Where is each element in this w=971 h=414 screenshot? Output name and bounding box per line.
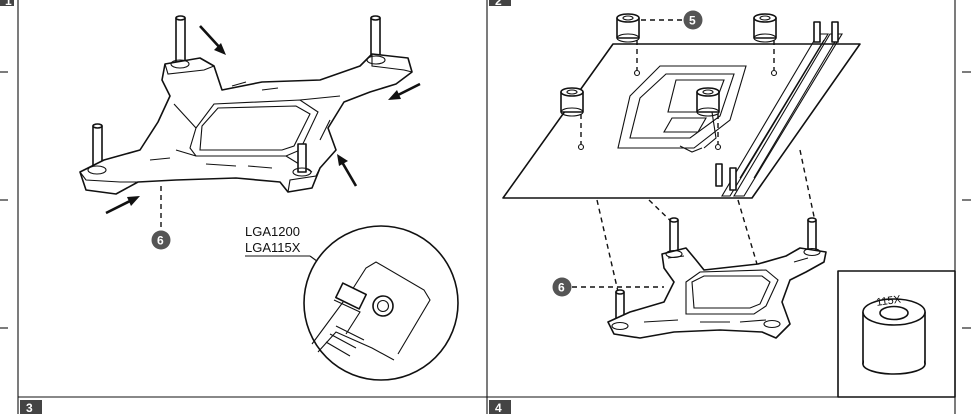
callout-5: 5 <box>641 10 703 30</box>
step-badge-3: 3 <box>20 400 42 414</box>
motherboard-illustration <box>502 21 861 199</box>
backplate-under-board <box>596 149 827 339</box>
standoff-nut-center <box>696 87 720 117</box>
backplate-illustration <box>79 15 413 195</box>
svg-text:1: 1 <box>5 0 12 8</box>
arrow-icon-bottom-right <box>337 154 358 187</box>
svg-text:6: 6 <box>157 234 164 248</box>
arrow-icon-top-left <box>199 25 226 55</box>
nut-marking-text: 115X <box>875 293 902 308</box>
socket-label-lga115x: LGA115X <box>245 240 301 255</box>
backplate-post-top-left <box>175 15 186 63</box>
callout-6-panel2: 6 <box>552 277 664 297</box>
magnified-detail <box>303 225 459 381</box>
standoff-guides <box>580 40 775 144</box>
svg-text:5: 5 <box>689 14 696 28</box>
backplate-post-top-right <box>370 15 381 59</box>
nut-detail-inset: 115X <box>837 270 956 398</box>
arrow-icon-bottom-left <box>105 196 140 215</box>
step-badge-1: 1 <box>0 0 14 8</box>
arrow-icon-right <box>388 82 421 100</box>
svg-text:2: 2 <box>495 0 502 8</box>
socket-label-lga1200: LGA1200 <box>245 224 300 239</box>
standoff-nut-top-right <box>753 13 777 43</box>
standoff-nut-top-left <box>616 13 640 43</box>
svg-text:4: 4 <box>495 401 502 414</box>
standoff-nut-left <box>560 87 584 117</box>
callout-6-panel1: 6 <box>151 186 171 250</box>
step-badge-4: 4 <box>489 400 511 414</box>
svg-text:3: 3 <box>26 401 33 414</box>
step-badge-2: 2 <box>489 0 511 8</box>
svg-text:6: 6 <box>558 281 565 295</box>
